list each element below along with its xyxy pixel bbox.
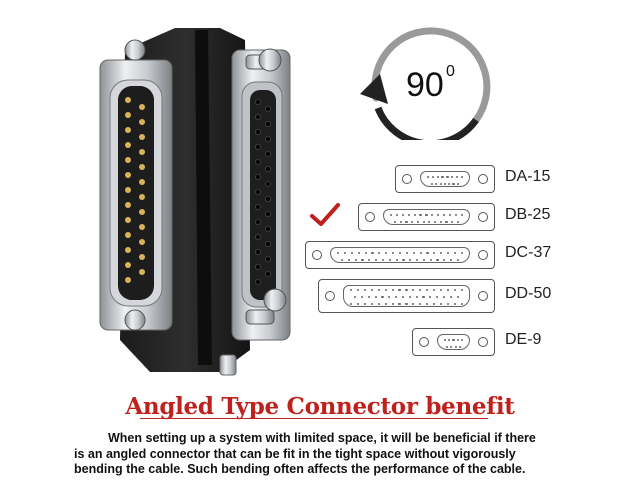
connector-row-dd50: DD-50	[300, 279, 580, 313]
rotation-value: 90	[406, 66, 444, 104]
arrow-head-icon	[360, 74, 388, 104]
connector-row-de9: DE-9	[300, 325, 580, 359]
de9-connector-icon	[412, 328, 495, 356]
headline-underline	[140, 418, 488, 419]
description-line: bending the cable. Such bending often af…	[74, 462, 526, 476]
connector-row-db25: DB-25	[300, 200, 580, 234]
angled-db25-adapter-image	[99, 28, 291, 376]
connector-label: DD-50	[505, 285, 552, 302]
dc37-connector-icon	[305, 241, 495, 269]
checkmark-icon	[310, 203, 340, 226]
connector-label: DC-37	[505, 244, 552, 261]
connector-row-da15: DA-15	[300, 162, 580, 196]
headline: Angled Type Connector benefit	[125, 393, 515, 420]
description-line: is an angled connector that can be fit i…	[74, 446, 516, 461]
db25-connector-icon	[358, 203, 495, 231]
description: When setting up a system with limited sp…	[74, 431, 628, 478]
connector-label: DB-25	[505, 206, 551, 223]
rotation-90-degree-icon: 90 0	[360, 27, 491, 140]
connector-label: DA-15	[505, 168, 551, 185]
rotation-superscript: 0	[446, 63, 455, 80]
connector-row-dc37: DC-37	[300, 238, 580, 272]
description-line: When setting up a system with limited sp…	[108, 431, 536, 445]
connector-label: DE-9	[505, 331, 542, 348]
dd50-connector-icon	[318, 279, 495, 313]
da15-connector-icon	[395, 165, 495, 193]
